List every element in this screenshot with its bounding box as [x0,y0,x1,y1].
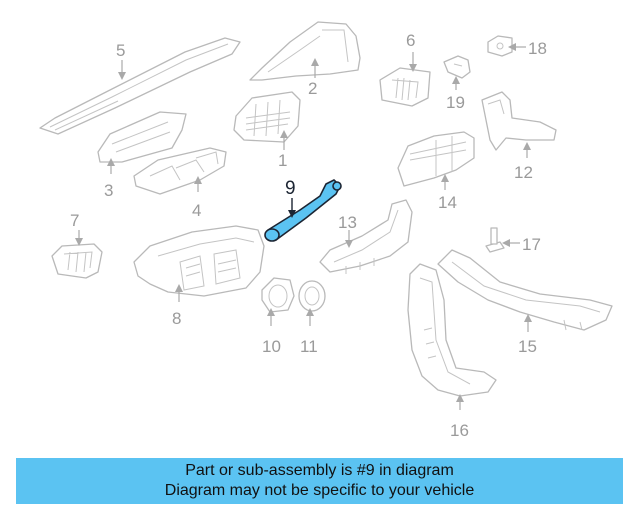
part-8-center-panel [133,225,265,297]
callout-16: 16 [450,394,469,440]
callout-1: 1 [278,130,288,170]
callout-18: 18 [508,39,547,58]
callout-8: 8 [172,284,183,328]
svg-text:6: 6 [406,31,415,50]
svg-text:2: 2 [308,79,317,98]
svg-text:14: 14 [438,193,457,212]
part-19-clip [443,55,471,79]
parts-diagram: 5 2 6 19 18 [39,21,613,440]
callout-5: 5 [116,41,126,80]
svg-text:18: 18 [528,39,547,58]
callout-10: 10 [262,308,281,356]
part-6-side-vent [379,67,431,107]
svg-text:11: 11 [300,337,318,356]
svg-text:13: 13 [338,213,357,232]
svg-text:17: 17 [522,235,541,254]
part-1-center-vent [233,91,301,143]
callout-17: 17 [502,235,541,254]
callout-14: 14 [438,174,457,212]
svg-text:9: 9 [285,178,296,199]
part-15-floor-duct [437,249,613,331]
part-14-center-duct [397,131,475,187]
svg-text:12: 12 [514,163,533,182]
part-12-right-duct [481,91,557,151]
info-banner: Part or sub-assembly is #9 in diagram Di… [16,458,623,504]
part-9-tube-highlighted [264,179,342,242]
part-17-bolt [485,227,505,253]
svg-text:1: 1 [278,151,287,170]
banner-line-2: Diagram may not be specific to your vehi… [164,482,475,499]
callout-11: 11 [300,308,318,356]
callout-12: 12 [514,142,533,182]
svg-text:16: 16 [450,421,469,440]
callout-15: 15 [518,314,537,356]
part-4-vent-grille [133,147,227,195]
part-13-duct [319,199,413,274]
part-5-dash-trim [39,37,241,135]
svg-text:10: 10 [262,337,281,356]
callout-3: 3 [104,158,115,200]
callout-19: 19 [446,76,465,112]
svg-text:4: 4 [192,201,201,220]
svg-text:19: 19 [446,93,465,112]
callout-2: 2 [308,58,319,98]
part-16-floor-duct [407,263,497,397]
svg-text:15: 15 [518,337,537,356]
svg-text:7: 7 [70,211,79,230]
part-2-defroster-duct [249,21,361,81]
part-3-vent-housing [97,111,187,163]
part-7-left-vent [51,243,103,279]
callout-9: 9 [285,178,296,218]
callout-13: 13 [338,213,357,248]
part-10-vent-bezel [261,277,295,313]
part-11-ring [298,280,326,312]
banner-line-1: Part or sub-assembly is #9 in diagram [185,462,454,479]
svg-text:5: 5 [116,41,125,60]
callout-4: 4 [192,176,202,220]
callout-7: 7 [70,211,83,246]
part-18-sensor [487,35,513,57]
callout-6: 6 [406,31,417,72]
svg-text:3: 3 [104,181,113,200]
svg-text:8: 8 [172,309,181,328]
